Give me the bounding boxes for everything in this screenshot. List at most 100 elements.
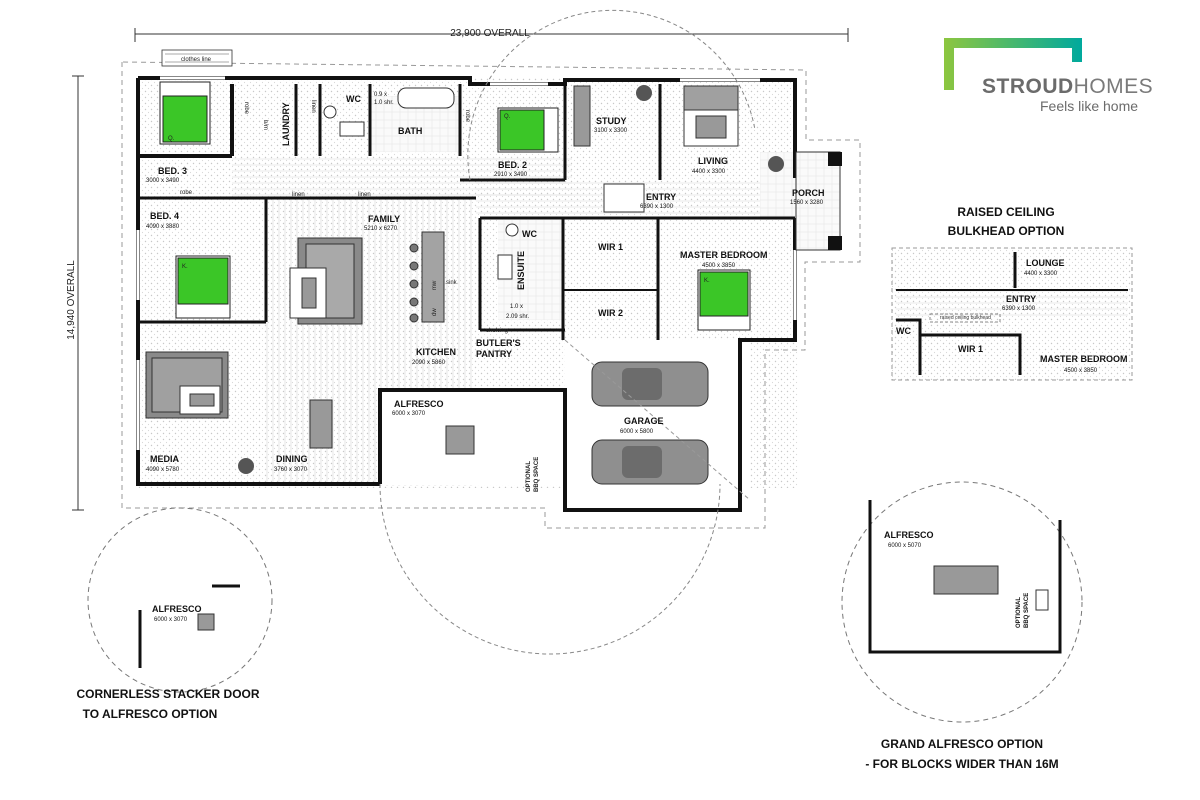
room-size-living: 4400 x 3300 — [692, 169, 726, 175]
beds — [159, 81, 751, 331]
fixture-labels: robe robe robe linen linen linen b/m dw … — [168, 100, 710, 492]
cornerless-size: 6000 x 3070 — [154, 617, 188, 623]
room-name-butlers: BUTLER'S — [476, 338, 521, 348]
room-size-media: 4090 x 5780 — [146, 467, 180, 473]
robe-label-b: robe — [180, 190, 193, 196]
room-name-shower1: 0.9 x — [374, 92, 387, 98]
porch — [795, 151, 842, 251]
rc-master-size: 4500 x 3850 — [1064, 368, 1098, 374]
logo-mark-icon — [944, 38, 1082, 90]
room-name-dining: DINING — [276, 454, 308, 464]
room-name-wir2: WIR 2 — [598, 308, 623, 318]
grand-room: ALFRESCO — [884, 530, 934, 540]
grand-bbq-2: BBQ SPACE — [1024, 593, 1030, 628]
room-size-shower2: 2.09 shr. — [506, 314, 529, 320]
room-name-kitchen: KITCHEN — [416, 347, 456, 357]
bm-label: b/m — [262, 120, 268, 130]
clothes-line-label: clothes line — [181, 57, 212, 63]
cornerless-title: CORNERLESS STACKER DOOR — [76, 687, 259, 701]
overall-width-dimension: 23,900 OVERALL — [134, 28, 849, 42]
room-name-bed3: BED. 3 — [158, 166, 187, 176]
walls — [136, 76, 797, 512]
master-size-mark: K. — [704, 278, 710, 284]
brand-tagline: Feels like home — [1040, 98, 1139, 114]
room-name-shower2: 1.0 x — [510, 304, 523, 310]
bed4-size-mark: K. — [182, 264, 188, 270]
room-name-media: MEDIA — [150, 454, 180, 464]
room-size-dining: 3760 x 3070 — [274, 467, 308, 473]
mw-label: mw — [432, 280, 438, 290]
linen-label-a: linen — [310, 100, 316, 113]
windows — [136, 76, 797, 450]
overall-width-label: 23,900 OVERALL — [450, 28, 530, 39]
room-name-family: FAMILY — [368, 214, 400, 224]
rc-master-label: MASTER BEDROOM — [1040, 354, 1128, 364]
room-size-shower1: 1.0 shr. — [374, 100, 394, 106]
grand-title: GRAND ALFRESCO OPTION — [881, 737, 1043, 751]
room-name-wc1: WC — [346, 94, 361, 104]
rc-bulkhead-label: raised ceiling bulkhead — [940, 315, 991, 321]
room-size-garage: 6000 x 5800 — [620, 429, 654, 435]
room-name-entry: ENTRY — [646, 192, 676, 202]
clothes-line: clothes line — [161, 49, 233, 67]
room-name-master: MASTER BEDROOM — [680, 250, 768, 260]
bed3-size-mark: Q. — [168, 136, 175, 142]
grand-size: 6000 x 5070 — [888, 543, 922, 549]
plants — [238, 85, 784, 474]
overall-depth-dimension: 14,940 OVERALL — [66, 75, 84, 511]
grand-title-2: - FOR BLOCKS WIDER THAN 16M — [865, 757, 1058, 771]
overall-depth-label: 14,940 OVERALL — [66, 260, 77, 340]
bbq-label: OPTIONAL — [526, 461, 532, 492]
room-name-alfresco: ALFRESCO — [394, 399, 444, 409]
room-name-wir1: WIR 1 — [598, 242, 623, 252]
linen-label-b: linen — [292, 192, 305, 198]
cornerless-option: ALFRESCO 6000 x 3070 CORNERLESS STACKER … — [76, 507, 273, 721]
room-name-living: LIVING — [698, 156, 728, 166]
rc-wc-label: WC — [896, 326, 911, 336]
room-name-bed4: BED. 4 — [150, 211, 179, 221]
brand-logo: STROUDHOMES Feels like home — [944, 38, 1164, 118]
raised-ceiling-option: RAISED CEILING BULKHEAD OPTION LOUNGE 44… — [891, 205, 1133, 381]
grand-alfresco-option: ALFRESCO 6000 x 5070 OPTIONAL BBQ SPACE … — [841, 481, 1083, 771]
rc-lounge-size: 4400 x 3300 — [1024, 271, 1058, 277]
furniture — [145, 85, 739, 455]
room-size-porch: 1560 x 3280 — [790, 200, 824, 206]
cornerless-room: ALFRESCO — [152, 604, 202, 614]
rc-lounge-label: LOUNGE — [1026, 258, 1065, 268]
robe-label-c: robe — [464, 110, 470, 123]
rc-wir-label: WIR 1 — [958, 344, 983, 354]
room-size-master: 4500 x 3850 — [702, 263, 736, 269]
room-name-bath: BATH — [398, 126, 422, 136]
room-size-entry: 6390 x 1300 — [640, 204, 674, 210]
cars — [591, 361, 709, 485]
bbq-label-2: BBQ SPACE — [534, 457, 540, 492]
site-outline — [121, 61, 861, 529]
room-labels: BED. 3 3000 x 3490 BED. 4 4090 x 3880 ME… — [146, 92, 825, 473]
room-name-porch: PORCH — [792, 188, 825, 198]
sink-label: sink — [446, 280, 458, 286]
raised-ceiling-title-2: BULKHEAD OPTION — [948, 224, 1065, 238]
garage-outline — [379, 9, 756, 655]
raised-ceiling-title: RAISED CEILING — [957, 205, 1054, 219]
rc-entry-label: ENTRY — [1006, 294, 1036, 304]
grand-bbq: OPTIONAL — [1016, 597, 1022, 628]
room-name-study: STUDY — [596, 116, 627, 126]
room-name-ensuite: ENSUITE — [516, 251, 526, 290]
shelving-label: shelving — [486, 328, 508, 334]
room-name-butlers-line2: PANTRY — [476, 349, 512, 359]
room-name-wc2: WC — [522, 229, 537, 239]
room-size-alfresco: 6000 x 3070 — [392, 411, 426, 417]
rc-entry-size: 6390 x 1300 — [1002, 306, 1036, 312]
room-name-bed2: BED. 2 — [498, 160, 527, 170]
room-size-bed3: 3000 x 3490 — [146, 178, 180, 184]
brand-name: STROUDHOMES — [982, 75, 1154, 98]
bath-fixtures — [323, 87, 519, 280]
room-name-laundry: LAUNDRY — [281, 102, 291, 146]
room-size-family: 5210 x 6270 — [364, 226, 398, 232]
room-size-study: 3100 x 3300 — [594, 128, 628, 134]
cornerless-title-2: TO ALFRESCO OPTION — [83, 707, 218, 721]
robe-label-a: robe — [243, 102, 249, 115]
dw-label: dw — [432, 308, 438, 316]
room-size-bed2: 2910 x 3490 — [494, 172, 528, 178]
